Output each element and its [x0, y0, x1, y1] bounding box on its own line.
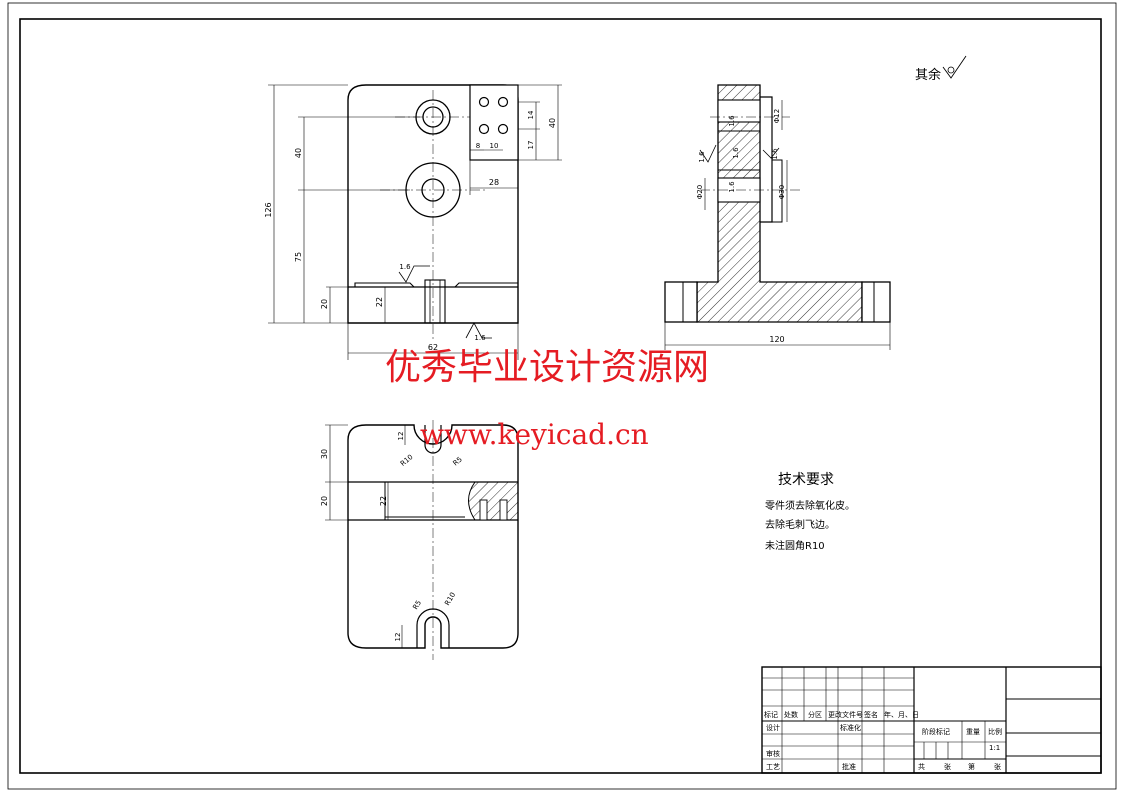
watermark-line2: www.keyicad.cn	[420, 418, 649, 451]
tb-label-sign: 签名	[864, 710, 878, 719]
tb-review: 审核	[766, 749, 780, 758]
dim-side-width: 120	[769, 335, 784, 344]
tb-scale-value: 1:1	[989, 744, 1000, 752]
dim-top-r10b: R10	[443, 591, 457, 607]
roughness-side-2: 1.6	[698, 151, 706, 163]
tb-page: 第	[968, 762, 975, 771]
dim-side-phi30: Φ30	[778, 185, 786, 199]
top-view	[325, 420, 519, 660]
outer-border	[7, 2, 1117, 790]
dim-top-r10a: R10	[399, 453, 415, 468]
dim-side-phi12: Φ12	[773, 109, 781, 123]
dim-front-20: 20	[320, 299, 329, 309]
dim-front-14: 14	[527, 110, 535, 119]
tb-scale: 比例	[988, 727, 1002, 736]
dim-front-height: 126	[264, 202, 273, 217]
dim-top-22: 22	[379, 496, 388, 506]
side-view	[664, 84, 891, 350]
tb-label-changedoc: 更改文件号	[828, 710, 863, 719]
tech-req-item-1: 零件须去除氧化皮。	[765, 499, 855, 512]
roughness-side-1: 1.6	[728, 115, 736, 127]
watermark-line1: 优秀毕业设计资源网	[385, 347, 709, 388]
tb-design: 设计	[766, 723, 780, 732]
dim-front-22: 22	[375, 297, 384, 307]
roughness-front-base: 1.6	[399, 263, 411, 271]
dim-front-10: 10	[490, 142, 499, 150]
surface-finish-note: 其余	[915, 67, 941, 83]
tb-weight: 重量	[966, 728, 980, 736]
surface-finish-symbol	[942, 55, 967, 79]
dim-front-40-right: 40	[548, 118, 557, 128]
dim-top-20: 20	[320, 496, 329, 506]
dim-top-r5a: R5	[452, 455, 464, 467]
tb-standardize: 标准化	[840, 723, 861, 732]
tb-label-date: 年、月、日	[884, 710, 919, 719]
dim-side-phi20: Φ20	[696, 185, 704, 199]
front-view	[268, 84, 562, 360]
tech-req-title: 技术要求	[778, 472, 834, 488]
inner-border	[19, 18, 1102, 774]
dim-front-17: 17	[527, 141, 535, 150]
tech-req-item-2: 去除毛刺飞边。	[765, 518, 835, 531]
dim-front-40: 40	[294, 148, 303, 158]
dim-front-width: 62	[428, 343, 438, 352]
dim-front-8: 8	[476, 142, 480, 150]
tb-total: 共	[918, 762, 925, 771]
dim-top-r5b: R5	[411, 599, 423, 611]
dim-top-12b: 12	[394, 633, 402, 642]
dim-top-30: 30	[320, 449, 329, 459]
dim-front-75: 75	[294, 252, 303, 262]
dim-top-12: 12	[397, 432, 405, 441]
tb-sheet2: 张	[994, 762, 1001, 771]
tb-process: 工艺	[766, 763, 780, 771]
title-block	[761, 666, 1102, 774]
tech-req-item-3: 未注圆角R10	[765, 539, 825, 552]
tb-approve: 批准	[842, 762, 856, 771]
tb-label-zone: 分区	[808, 710, 822, 719]
tb-label-count: 处数	[784, 710, 798, 719]
roughness-side-5: 1.6	[732, 147, 740, 159]
tb-label-mark: 标记	[764, 710, 778, 719]
roughness-side-4: 1.6	[728, 181, 736, 193]
dim-front-28: 28	[489, 178, 499, 187]
roughness-front-bottom: 1.6	[474, 334, 486, 342]
roughness-side-3: 1.6	[771, 148, 779, 160]
tb-sheets: 张	[944, 762, 951, 771]
tb-stage-mark: 阶段标记	[922, 727, 950, 736]
